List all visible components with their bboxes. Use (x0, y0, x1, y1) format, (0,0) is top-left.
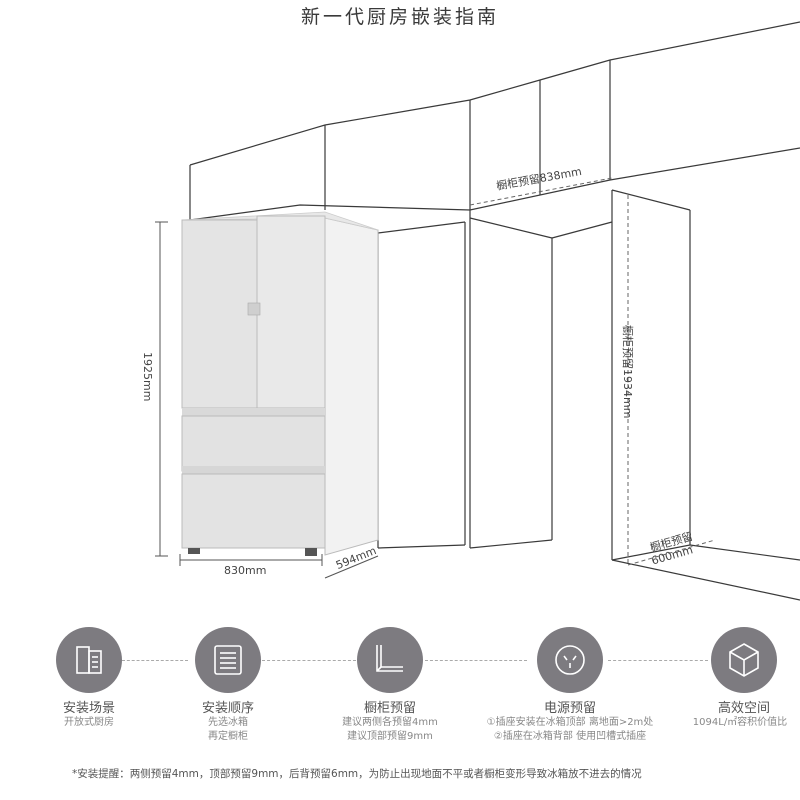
step-connector (425, 660, 527, 661)
step-desc-cabinet-2: 建议顶部预留9mm (347, 731, 433, 742)
power-socket-icon (537, 627, 603, 693)
install-note: *安装提醒：两侧预留4mm，顶部预留9mm，后背预留6mm，为防止出现地面不平或… (72, 768, 642, 780)
step-desc-space: 1094L/㎡容积价值比 (692, 717, 788, 728)
fridge-rulers (155, 221, 379, 579)
step-connector (122, 660, 188, 661)
fridge-height-label: 1925mm (141, 352, 154, 402)
dimension-lines (469, 177, 716, 566)
step-desc-power-2: ②插座在冰箱背部 使用凹槽式插座 (493, 731, 647, 742)
step-title-scene: 安装场景 (62, 701, 115, 716)
step-title-order: 安装顺序 (201, 701, 254, 716)
step-desc-cabinet-1: 建议两侧各预留4mm (342, 717, 438, 728)
step-desc-order-2: 再定橱柜 (208, 731, 248, 742)
refrigerator (181, 211, 379, 556)
page-title: 新一代厨房嵌装指南 (300, 6, 499, 28)
document-icon (56, 627, 122, 693)
kitchen-scene (155, 21, 800, 601)
cabinet-height-label: 橱柜预留1934mm (621, 325, 634, 419)
list-icon (195, 627, 261, 693)
step-title-space: 高效空间 (717, 701, 770, 716)
step-title-power: 电源预留 (543, 701, 596, 716)
step-desc-scene: 开放式厨房 (64, 717, 114, 728)
fridge-width-label: 830mm (224, 564, 267, 577)
step-desc-order-1: 先选冰箱 (208, 717, 248, 728)
cube-icon (711, 627, 777, 693)
cabinet-corner-icon (357, 627, 423, 693)
step-connector (262, 660, 356, 661)
step-connector (608, 660, 708, 661)
step-title-cabinet: 橱柜预留 (363, 701, 416, 716)
step-desc-power-1: ①插座安装在冰箱顶部 离地面>2m处 (486, 717, 654, 728)
